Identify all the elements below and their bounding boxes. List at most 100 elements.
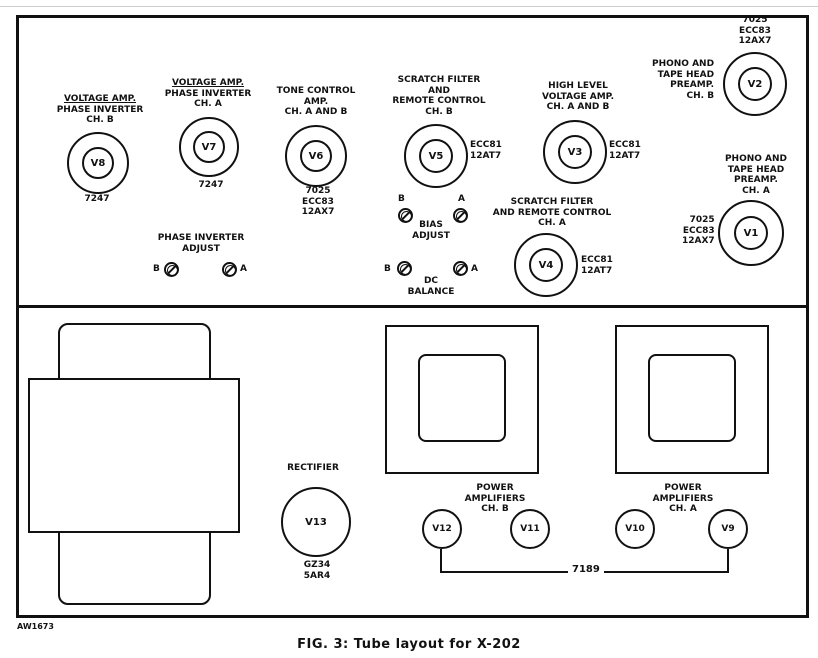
bracket-left-vertical bbox=[440, 549, 442, 572]
v3-id: V3 bbox=[558, 135, 592, 169]
dc-a-label: A bbox=[471, 264, 478, 274]
v6-title-3: CH. A AND B bbox=[284, 107, 348, 117]
phase-inverter-a-label: A bbox=[240, 264, 247, 274]
v2-title-4: CH. B bbox=[686, 90, 715, 101]
dc-b-label: B bbox=[384, 264, 391, 274]
dc-a-pot[interactable] bbox=[453, 261, 468, 276]
v8-type: 7247 bbox=[84, 194, 109, 205]
phase-inverter-adjust-label: PHASE INVERTER ADJUST bbox=[158, 233, 245, 254]
bracket-right-vertical bbox=[727, 549, 729, 572]
v9-id: V9 bbox=[721, 524, 735, 534]
v3-type-1: ECC81 bbox=[609, 140, 641, 150]
bias-b-pot[interactable] bbox=[398, 208, 413, 223]
v11-id: V11 bbox=[520, 524, 540, 534]
v5-type-1: ECC81 bbox=[470, 140, 502, 150]
tube-v1: V1 bbox=[718, 200, 784, 266]
v6-title-2: AMP. bbox=[303, 96, 329, 107]
v1-title-1: PHONO AND bbox=[724, 154, 788, 164]
v1-id: V1 bbox=[734, 216, 768, 250]
tube-v12: V12 bbox=[422, 509, 462, 549]
v3-type: ECC81 12AT7 bbox=[609, 140, 641, 161]
v3-type-2: 12AT7 bbox=[609, 150, 641, 161]
v4-type-1: ECC81 bbox=[581, 255, 613, 265]
drawing-code: AW1673 bbox=[17, 622, 54, 631]
v1-type-1: 7025 bbox=[689, 215, 715, 225]
dc-balance-label: DC BALANCE bbox=[408, 276, 455, 297]
bias-title-2: ADJUST bbox=[412, 230, 450, 241]
bias-adjust-label: BIAS ADJUST bbox=[412, 220, 450, 241]
v6-type-1: 7025 bbox=[305, 186, 331, 196]
phase-inverter-adjust-title-2: ADJUST bbox=[182, 243, 220, 254]
tube-v2: V2 bbox=[723, 52, 787, 116]
v8-label: VOLTAGE AMP. PHASE INVERTER CH. B bbox=[57, 94, 144, 126]
tube-v13: V13 bbox=[281, 487, 351, 557]
v6-label: TONE CONTROL AMP. CH. A AND B bbox=[277, 86, 356, 118]
v6-type: 7025 ECC83 12AX7 bbox=[302, 186, 335, 218]
v8-id: V8 bbox=[82, 147, 114, 179]
tube-v8: V8 bbox=[67, 132, 129, 194]
power-amps-ch-b-title-1: POWER bbox=[476, 483, 514, 493]
phase-inverter-a-pot[interactable] bbox=[222, 262, 237, 277]
phase-inverter-adjust-title-1: PHASE INVERTER bbox=[157, 233, 245, 243]
v7-title-3: CH. A bbox=[194, 99, 222, 109]
v7-title-1: VOLTAGE AMP. bbox=[171, 78, 245, 88]
v4-type: ECC81 12AT7 bbox=[581, 255, 613, 276]
tube-v3: V3 bbox=[543, 120, 607, 184]
v8-title-1: VOLTAGE AMP. bbox=[63, 94, 137, 104]
tube-v11: V11 bbox=[510, 509, 550, 549]
v2-type-3: 12AX7 bbox=[738, 36, 772, 46]
v8-title-3: CH. B bbox=[86, 115, 114, 125]
v5-title-2: AND bbox=[428, 85, 450, 96]
bias-title-1: BIAS bbox=[419, 220, 443, 230]
tube-v6: V6 bbox=[285, 125, 347, 187]
v1-title-3: PREAMP. bbox=[734, 175, 778, 185]
power-amps-ch-b-label: POWER AMPLIFIERS CH. B bbox=[465, 483, 526, 515]
v3-title-2: VOLTAGE AMP. bbox=[541, 91, 615, 102]
tube-v4: V4 bbox=[514, 233, 578, 297]
output-transformer-ch-a bbox=[615, 325, 769, 474]
v8-title-2: PHASE INVERTER bbox=[56, 104, 144, 115]
v5-title-1: SCRATCH FILTER bbox=[397, 75, 481, 85]
v13-id: V13 bbox=[305, 516, 327, 528]
v5-title-3: REMOTE CONTROL bbox=[392, 96, 486, 106]
v13-type: GZ34 5AR4 bbox=[304, 560, 330, 581]
power-amps-ch-b-title-2: AMPLIFIERS bbox=[464, 493, 526, 504]
top-edge-line bbox=[0, 6, 818, 7]
v1-label: PHONO AND TAPE HEAD PREAMP. CH. A bbox=[725, 154, 787, 196]
v8-type-1: 7247 bbox=[84, 194, 110, 204]
v4-title-3: CH. A bbox=[538, 218, 566, 228]
bias-a-pot[interactable] bbox=[453, 208, 468, 223]
tube-v10: V10 bbox=[615, 509, 655, 549]
power-amps-ch-a-title-1: POWER bbox=[664, 483, 702, 493]
v5-type: ECC81 12AT7 bbox=[470, 140, 502, 161]
figure-caption: FIG. 3: Tube layout for X-202 bbox=[297, 637, 521, 652]
phase-inverter-b-pot[interactable] bbox=[164, 262, 179, 277]
v4-label: SCRATCH FILTER AND REMOTE CONTROL CH. A bbox=[493, 197, 611, 229]
chassis-divider bbox=[16, 305, 809, 308]
bias-a-label: A bbox=[458, 194, 465, 204]
v2-title-1: PHONO AND bbox=[652, 59, 715, 69]
v7-id: V7 bbox=[193, 131, 225, 163]
power-amps-ch-b-title-3: CH. B bbox=[481, 504, 509, 514]
output-transformer-ch-b-window bbox=[418, 354, 506, 442]
v2-type: 7025 ECC83 12AX7 bbox=[739, 15, 772, 47]
transformer-core bbox=[28, 378, 240, 533]
v1-type-3: 12AX7 bbox=[682, 236, 715, 246]
v7-type: 7247 bbox=[198, 180, 223, 191]
v7-type-1: 7247 bbox=[198, 180, 224, 190]
dc-b-pot[interactable] bbox=[397, 261, 412, 276]
v2-title-2: TAPE HEAD bbox=[657, 69, 715, 80]
power-tube-type: 7189 bbox=[568, 564, 604, 575]
v4-title-2: AND REMOTE CONTROL bbox=[492, 207, 612, 218]
v3-title-1: HIGH LEVEL bbox=[548, 81, 608, 91]
power-amps-ch-a-title-2: AMPLIFIERS bbox=[652, 493, 714, 504]
v2-id: V2 bbox=[738, 67, 772, 101]
v4-title-1: SCRATCH FILTER bbox=[510, 197, 594, 207]
dc-title-1: DC bbox=[423, 276, 439, 286]
v6-type-3: 12AX7 bbox=[301, 207, 335, 217]
v13-type-2: 5AR4 bbox=[303, 570, 331, 581]
bias-b-label: B bbox=[398, 194, 405, 204]
v1-type: 7025 ECC83 12AX7 bbox=[682, 215, 715, 247]
v5-id: V5 bbox=[419, 139, 453, 173]
v13-type-1: GZ34 bbox=[303, 560, 331, 570]
